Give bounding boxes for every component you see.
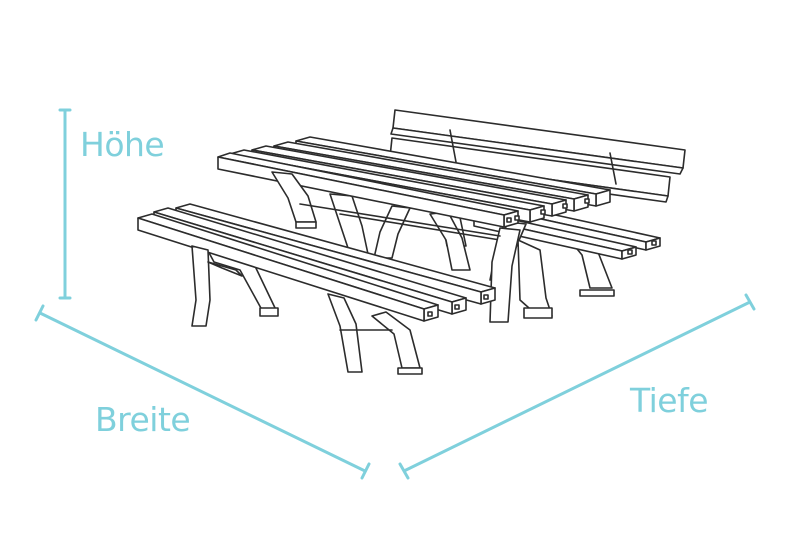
depth-dimension-line — [398, 293, 756, 480]
table-leg-front — [271, 171, 553, 323]
height-dimension-line — [58, 108, 72, 300]
width-label: Breite — [95, 400, 191, 439]
picnic-set-icon — [137, 109, 686, 375]
dimension-lines — [34, 108, 756, 480]
front-bench-seat — [137, 203, 496, 322]
width-dimension-line — [34, 304, 371, 480]
depth-label: Tiefe — [630, 381, 709, 420]
front-bench-legs-front — [191, 245, 423, 375]
height-label: Höhe — [80, 125, 165, 164]
